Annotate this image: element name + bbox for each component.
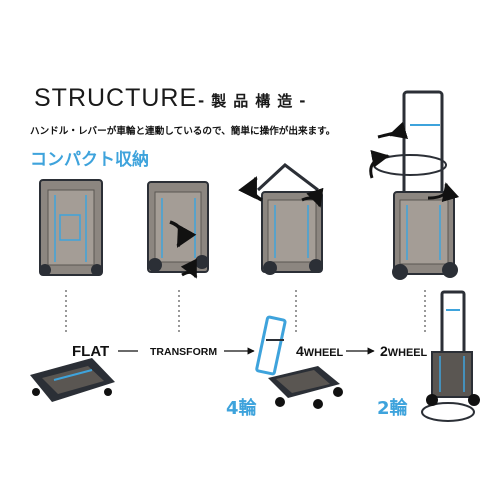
rotate-arrow-icon [238,176,263,202]
flow-label-2wheel: 2WHEEL [380,343,427,359]
flow-label-2wheel-word: WHEEL [387,347,428,359]
cart-2wheel-panel-4 [369,90,460,280]
flow-label-4wheel-word: WHEEL [303,347,344,359]
cart-folded-panel-1 [39,179,103,276]
title-japanese: -製品構造- [198,92,313,110]
flow-label-flat: FLAT [72,343,110,360]
flow-label-2wheel-num: 2 [380,343,388,359]
rotate-arrow-icon [369,150,390,179]
cart-flat-bottom [30,358,115,402]
flow-label-transform: TRANSFORM [150,346,218,358]
badge-4wheel: 4輪 [226,398,257,419]
badge-2wheel: 2輪 [377,398,408,419]
compact-storage-label: コンパクト収納 [30,150,149,170]
cart-transforming-panel-2 [147,181,209,279]
title-structure: STRUCTURE [34,84,198,112]
cart-4wheel-bottom [255,315,343,409]
cart-4wheel-panel-3 [238,163,324,275]
rotate-arrow-icon [169,220,197,248]
flow-label-4wheel-num: 4 [296,343,304,359]
flow-label-4wheel: 4WHEEL [296,343,343,359]
cart-2wheel-bottom [421,290,480,422]
subtitle-description: ハンドル・レバーが車輪と連動しているので、簡単に操作が出来ます。 [30,126,336,137]
